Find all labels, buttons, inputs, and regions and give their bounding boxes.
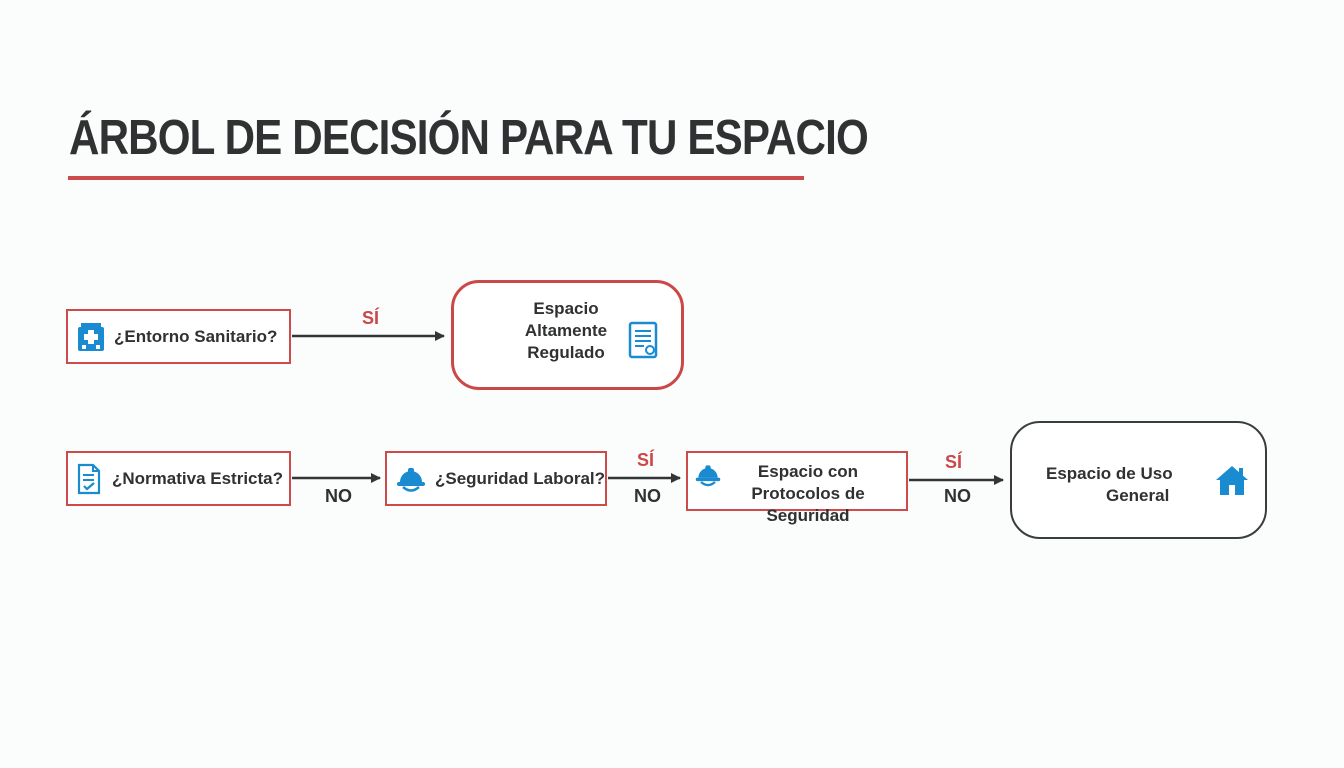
checklist-document-icon xyxy=(76,463,102,495)
node-normativa-estricta-label: ¿Normativa Estricta? xyxy=(112,468,283,488)
node-uso-general-line1: Espacio de Uso xyxy=(1046,464,1173,483)
node-uso-general-line2: General xyxy=(1106,486,1170,505)
node-entorno-sanitario-label: ¿Entorno Sanitario? xyxy=(114,326,278,346)
node-altamente-regulado-line3: Regulado xyxy=(527,343,605,362)
node-uso-general-text: Espacio de Uso General xyxy=(1040,463,1190,507)
node-normativa-estricta: ¿Normativa Estricta? xyxy=(66,451,291,506)
edge-label-no-1: NO xyxy=(325,486,352,506)
hard-hat-icon xyxy=(395,464,427,494)
node-uso-general: Espacio de Uso General xyxy=(1010,421,1267,539)
node-protocolos-seguridad-line2: Protocolos de Seguridad xyxy=(751,484,865,525)
document-certificate-icon xyxy=(628,321,660,361)
edge-label-no-2: NO xyxy=(634,486,661,506)
node-entorno-sanitario: ¿Entorno Sanitario? xyxy=(66,309,291,364)
hard-hat-icon xyxy=(694,461,722,489)
edge-label-yes-2: SÍ xyxy=(637,450,655,470)
title-underline xyxy=(68,176,804,180)
node-altamente-regulado-line1: Espacio xyxy=(533,299,599,318)
edge-label-yes-3: SÍ xyxy=(945,452,963,472)
node-protocolos-seguridad-text: Espacio con Protocolos de Seguridad xyxy=(708,461,908,527)
edge-label-no-3: NO xyxy=(944,486,971,506)
node-protocolos-seguridad-line1: Espacio con xyxy=(757,462,859,481)
house-icon xyxy=(1214,463,1250,497)
node-protocolos-seguridad: Espacio con Protocolos de Seguridad xyxy=(686,451,908,525)
node-seguridad-laboral-label: ¿Seguridad Laboral? xyxy=(435,468,606,488)
medical-building-icon xyxy=(76,321,106,353)
node-altamente-regulado-line2: Altamente xyxy=(524,321,608,340)
node-altamente-regulado-text: Espacio Altamente Regulado xyxy=(516,298,616,364)
node-seguridad-laboral: ¿Seguridad Laboral? xyxy=(385,451,607,506)
diagram-title: ÁRBOL DE DECISIÓN PARA TU ESPACIO xyxy=(69,111,869,165)
edge-label-yes-1: SÍ xyxy=(362,308,380,328)
node-altamente-regulado: Espacio Altamente Regulado xyxy=(451,280,684,390)
